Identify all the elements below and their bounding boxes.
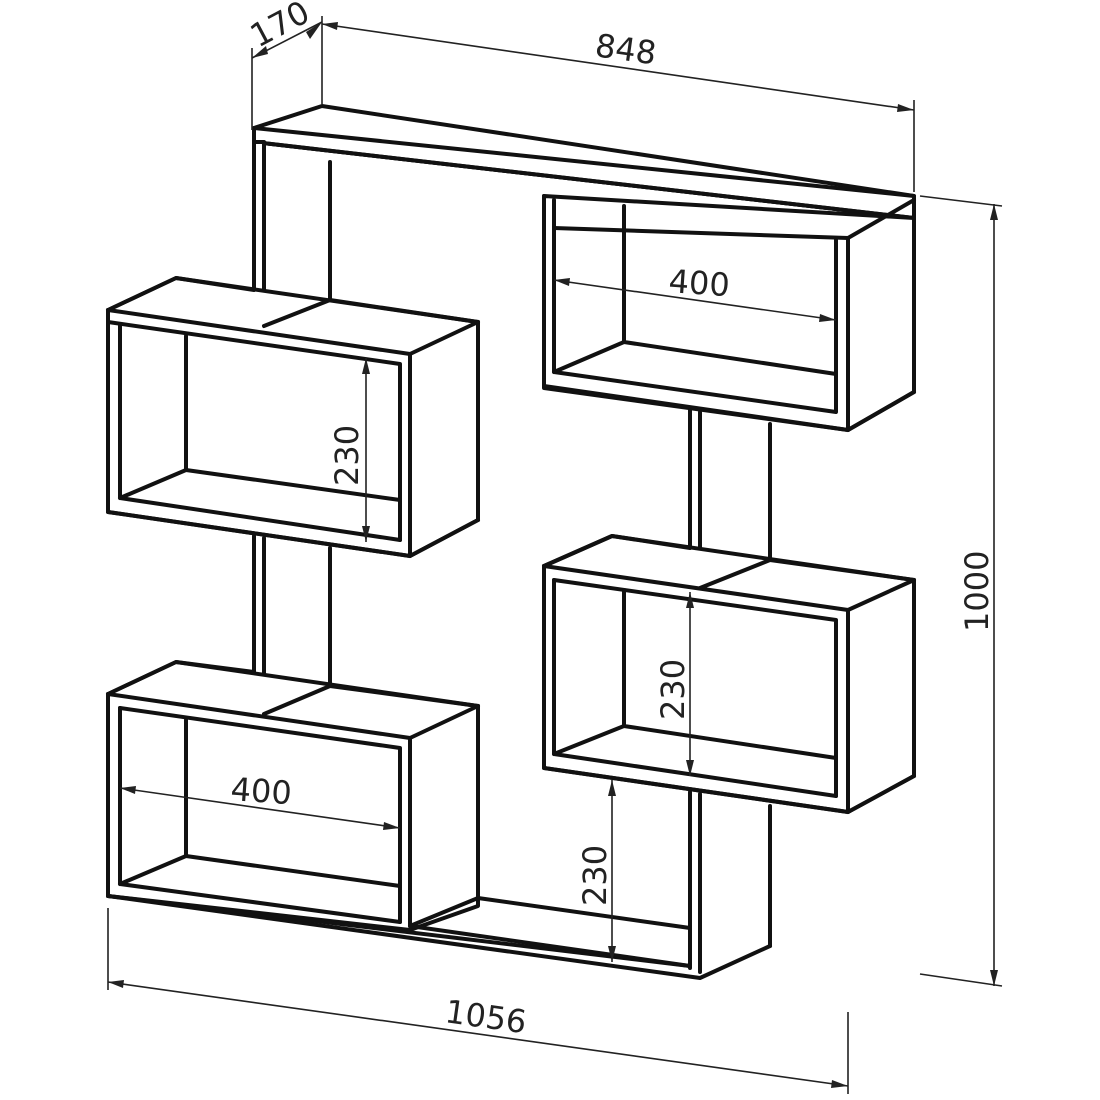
- box-lower-left: [106, 660, 480, 932]
- dim-box-width-lower: 400: [119, 770, 401, 830]
- box-middle-right: [542, 534, 916, 814]
- dim-box-width-upper-label: 400: [667, 262, 731, 304]
- box-upper-right: [542, 194, 916, 432]
- top-shelf: [252, 104, 916, 220]
- dim-gap-height-label: 230: [576, 845, 614, 906]
- dim-height-label: 1000: [958, 551, 996, 632]
- dim-box-height-upper-label: 230: [328, 425, 366, 486]
- dim-box-height-middle: 230: [654, 592, 694, 776]
- dim-top-width: 848: [321, 22, 915, 192]
- dim-bottom-width-label: 1056: [443, 992, 529, 1041]
- dim-box-width-upper: 400: [553, 262, 837, 322]
- box-upper-left: [106, 276, 480, 558]
- dim-height: 1000: [919, 195, 1003, 987]
- dim-box-width-lower-label: 400: [229, 770, 293, 812]
- dim-box-height-middle-label: 230: [654, 659, 692, 720]
- dim-top-width-label: 848: [593, 26, 659, 72]
- dim-box-height-upper: 230: [328, 358, 370, 542]
- bottom-shelf: [106, 790, 772, 980]
- dim-gap-height: 230: [576, 780, 616, 962]
- dim-depth-label: 170: [244, 0, 316, 55]
